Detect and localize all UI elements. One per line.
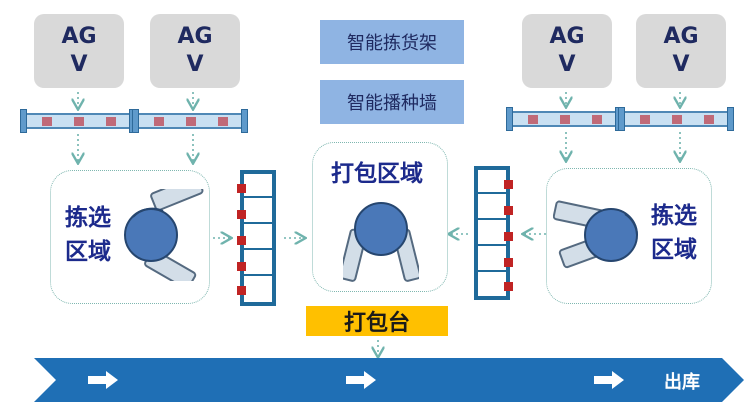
right-arrow-icon: [346, 371, 376, 389]
robot-arm-icon: [553, 200, 638, 269]
picking-zone-right-label: 拣选 区域: [651, 203, 697, 263]
smart-picking-shelf: 智能拣货架: [320, 20, 464, 64]
sorting-rack-left: [237, 170, 276, 306]
agv-right-2: AG V: [636, 14, 726, 88]
packing-zone-label: 打包区域: [331, 161, 423, 187]
picking-zone-right: 拣选 区域: [546, 168, 712, 304]
robot-arm-icon: [124, 189, 204, 281]
conveyor-left-2: [132, 109, 248, 133]
packing-zone: 打包区域: [312, 142, 448, 292]
right-arrow-icon: [88, 371, 118, 389]
packing-robot-icon: [343, 202, 419, 282]
packing-table: 打包台: [306, 306, 448, 336]
outbound-belt: [34, 358, 744, 402]
agv-left-2: AG V: [150, 14, 240, 88]
conveyor-right-2: [618, 107, 734, 131]
outbound-label: 出库: [664, 372, 700, 393]
right-arrow-icon: [594, 371, 624, 389]
agv-right-1: AG V: [522, 14, 612, 88]
agv-left-1: AG V: [34, 14, 124, 88]
picking-zone-left: 拣选 区域: [50, 170, 210, 304]
sorting-rack-right: [474, 166, 513, 300]
smart-sorting-wall: 智能播种墙: [320, 80, 464, 124]
picking-zone-left-label: 拣选 区域: [65, 205, 111, 265]
